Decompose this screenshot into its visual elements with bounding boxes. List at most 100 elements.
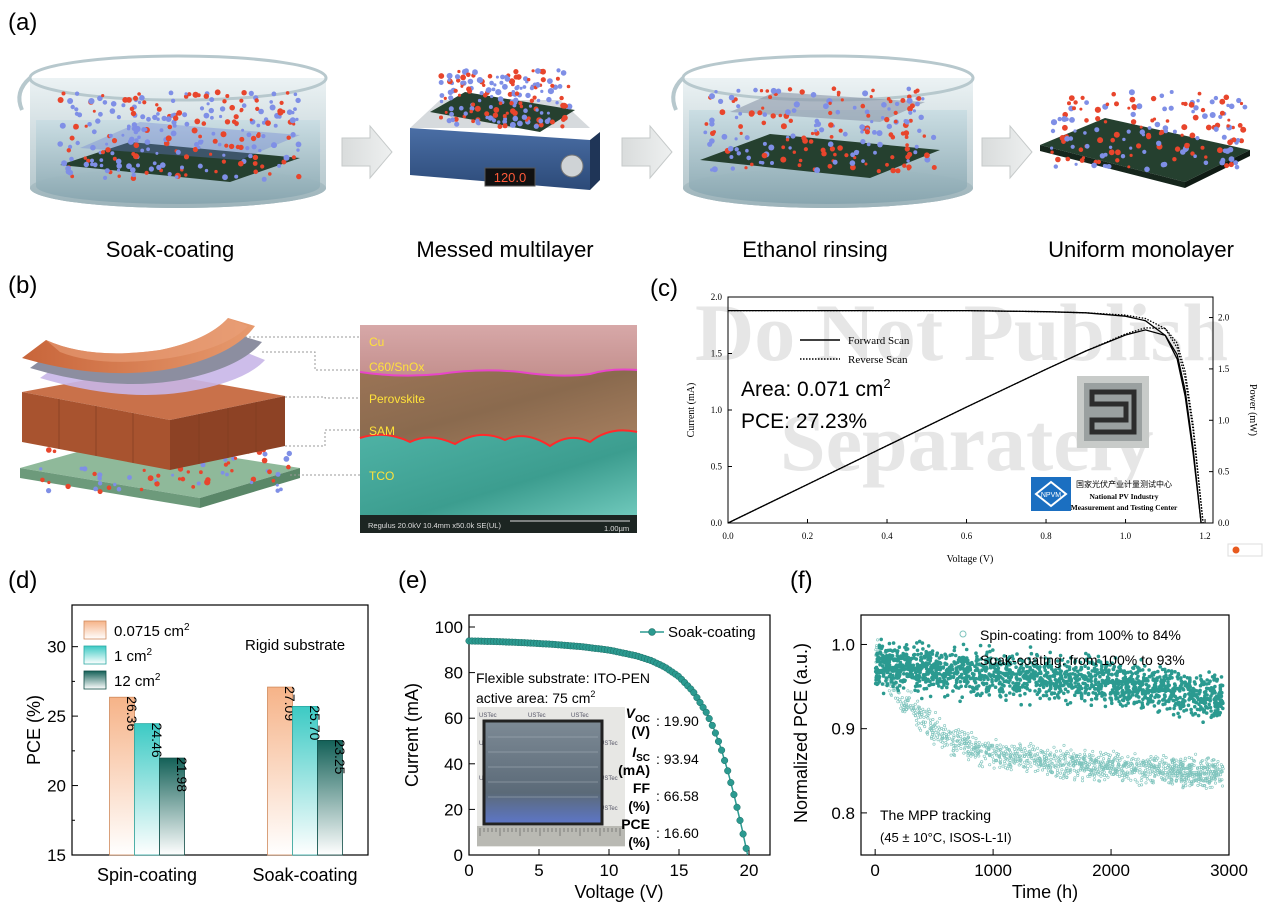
- spin-coating-point: [1135, 761, 1139, 765]
- spin-coating-point: [1075, 770, 1079, 774]
- soak-coating-point: [954, 680, 959, 685]
- soak-coating-point: [877, 676, 881, 681]
- spin-coating-point: [998, 760, 1002, 764]
- spin-coating-point: [1043, 763, 1047, 767]
- spin-coating-point: [1171, 782, 1175, 786]
- soak-coating-point: [953, 683, 958, 688]
- molecule-dot: [66, 148, 72, 153]
- molecule-dot: [449, 111, 454, 117]
- soak-coating-point: [1098, 674, 1102, 679]
- jv-data-point: [708, 721, 716, 729]
- soak-coating-point: [1044, 690, 1049, 694]
- soak-coating-point: [966, 674, 971, 679]
- spin-coating-point: [1031, 744, 1035, 748]
- molecule-dot: [277, 108, 284, 115]
- molecule-dot: [110, 101, 117, 107]
- spin-coating-point: [1160, 760, 1164, 764]
- spin-coating-point: [952, 730, 956, 734]
- param-ff-unit: (%): [628, 798, 650, 814]
- molecule-dot: [238, 160, 244, 167]
- legend-soak-coating: Soak-coating: [668, 624, 756, 641]
- watermark-line1: Do Not Publish: [695, 287, 1228, 378]
- soak-coating-point: [941, 675, 946, 680]
- spin-coating-point: [928, 718, 932, 722]
- molecule-dot: [523, 108, 528, 113]
- spin-coating-point: [1218, 768, 1222, 772]
- soak-coating-point: [990, 679, 994, 684]
- soak-coating-point: [1090, 684, 1095, 688]
- spin-coating-point: [1176, 773, 1180, 777]
- spin-coating-point: [967, 758, 971, 762]
- molecule-dot: [1222, 148, 1228, 154]
- molecule-dot: [443, 96, 447, 100]
- plot-e-legend: Soak-coating: [640, 624, 756, 641]
- soak-coating-point: [898, 660, 903, 665]
- molecule-dot: [1094, 106, 1101, 113]
- soak-coating-point: [1004, 666, 1008, 671]
- spin-coating-point: [960, 730, 964, 734]
- soak-coating-point: [1155, 678, 1159, 683]
- spin-coating-point: [1061, 776, 1065, 780]
- molecule-dot: [453, 116, 459, 122]
- soak-coating-point: [915, 662, 920, 667]
- f-xtick-label: 2000: [1092, 861, 1130, 880]
- spin-coating-point: [1093, 758, 1097, 762]
- spin-coating-point: [1068, 769, 1072, 773]
- molecule-dot: [1239, 138, 1244, 144]
- soak-coating-point: [891, 668, 896, 673]
- molecule-dot: [527, 77, 531, 82]
- jv-data-point: [705, 715, 713, 723]
- soak-coating-point: [964, 684, 968, 688]
- jv-data-point: [733, 803, 741, 811]
- spin-coating-point: [905, 702, 909, 706]
- spin-coating-point: [1058, 760, 1062, 764]
- spin-coating-point: [998, 748, 1002, 752]
- spin-coating-point: [1029, 764, 1033, 768]
- e-ytick-label: 100: [435, 618, 463, 637]
- spin-coating-point: [910, 708, 914, 712]
- molecule-dot: [860, 130, 864, 134]
- soak-coating-point: [890, 654, 895, 658]
- molecule-dot: [1226, 124, 1230, 128]
- soak-coating-point: [1016, 685, 1021, 689]
- soak-coating-point: [1107, 679, 1112, 684]
- spin-coating-point: [1157, 763, 1161, 767]
- legend-soak-coating-f: Soak-coating: from 100% to 93%: [980, 652, 1185, 668]
- molecule-dot: [1219, 110, 1225, 116]
- molecule-dot: [869, 95, 873, 99]
- molecule-dot: [97, 481, 103, 486]
- molecule-dot: [245, 146, 250, 151]
- spin-coating-point: [1163, 778, 1167, 782]
- soak-coating-point: [1092, 666, 1097, 671]
- soak-coating-point: [965, 681, 969, 686]
- soak-coating-point: [943, 653, 948, 657]
- plot-e-series: [465, 637, 750, 856]
- molecule-dot: [1129, 96, 1136, 103]
- soak-coating-point: [1217, 701, 1222, 706]
- spin-coating-point: [1078, 761, 1082, 765]
- spin-coating-point: [1199, 767, 1203, 771]
- spin-coating-point: [1059, 754, 1063, 758]
- molecule-dot: [194, 118, 201, 125]
- soak-coating-point: [1154, 687, 1159, 691]
- spin-coating-point: [1124, 773, 1128, 777]
- molecule-dot: [283, 154, 290, 161]
- spin-coating-point: [1145, 777, 1149, 781]
- spin-coating-point: [1144, 761, 1148, 765]
- soak-coating-point: [1011, 681, 1015, 685]
- spin-coating-point: [1095, 771, 1099, 775]
- soak-coating-point: [889, 677, 894, 681]
- spin-coating-point: [917, 726, 921, 730]
- molecule-dot: [86, 158, 91, 163]
- molecule-dot: [1184, 142, 1190, 149]
- c-xtick-label: 0.6: [961, 531, 973, 541]
- molecule-dot: [209, 97, 215, 103]
- spin-coating-point: [1161, 765, 1165, 769]
- soak-coating-point: [922, 654, 926, 659]
- molecule-dot: [131, 126, 137, 132]
- soak-coating-point: [879, 646, 884, 651]
- spin-coating-point: [1028, 761, 1032, 765]
- spin-coating-point: [1010, 744, 1014, 748]
- spin-coating-point: [1135, 765, 1139, 769]
- soak-coating-point: [976, 684, 981, 688]
